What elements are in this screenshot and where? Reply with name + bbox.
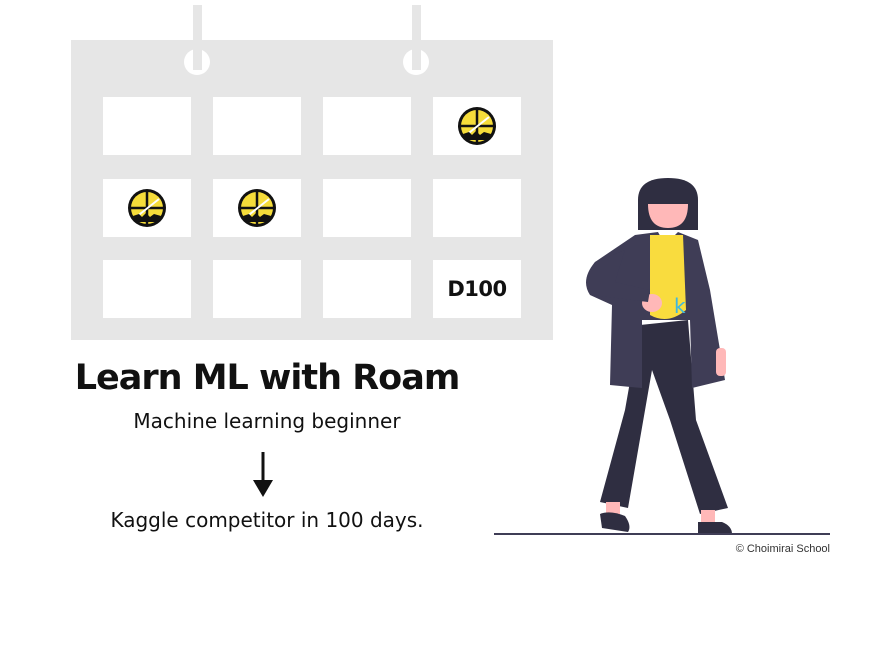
calendar-cell (103, 260, 191, 318)
calendar-cell (433, 179, 521, 237)
calendar-cell (213, 260, 301, 318)
kaggle-medal-icon (458, 107, 496, 145)
calendar-cell (103, 179, 191, 237)
calendar-cell (213, 179, 301, 237)
calendar-cell (323, 260, 411, 318)
kaggle-medal-icon (128, 189, 166, 227)
calendar-cell (433, 97, 521, 155)
calendar-ring-peg-left-inner (193, 40, 202, 70)
calendar-cell-d100: D100 (433, 260, 521, 318)
shirt-letter: k (674, 294, 686, 318)
kaggle-medal-icon (238, 189, 276, 227)
ground-line (494, 533, 830, 535)
page-title: Learn ML with Roam (74, 358, 461, 398)
copyright-credit: © Choimirai School (735, 543, 830, 555)
person-illustration: k (586, 178, 732, 534)
calendar-ring-peg-right (412, 5, 421, 65)
to-text: Kaggle competitor in 100 days. (110, 508, 424, 532)
calendar-cell (323, 97, 411, 155)
arrow-down-icon (253, 452, 273, 497)
right-shoe (698, 522, 732, 534)
left-shoe (600, 512, 630, 532)
from-text: Machine learning beginner (133, 409, 401, 433)
day-label: D100 (447, 277, 507, 301)
calendar-cell (323, 179, 411, 237)
face (648, 204, 688, 228)
calendar-ring-peg-left (193, 5, 202, 65)
calendar-cell (103, 97, 191, 155)
calendar-cell (213, 97, 301, 155)
pants (600, 320, 728, 514)
calendar-ring-peg-right-inner (412, 40, 421, 70)
